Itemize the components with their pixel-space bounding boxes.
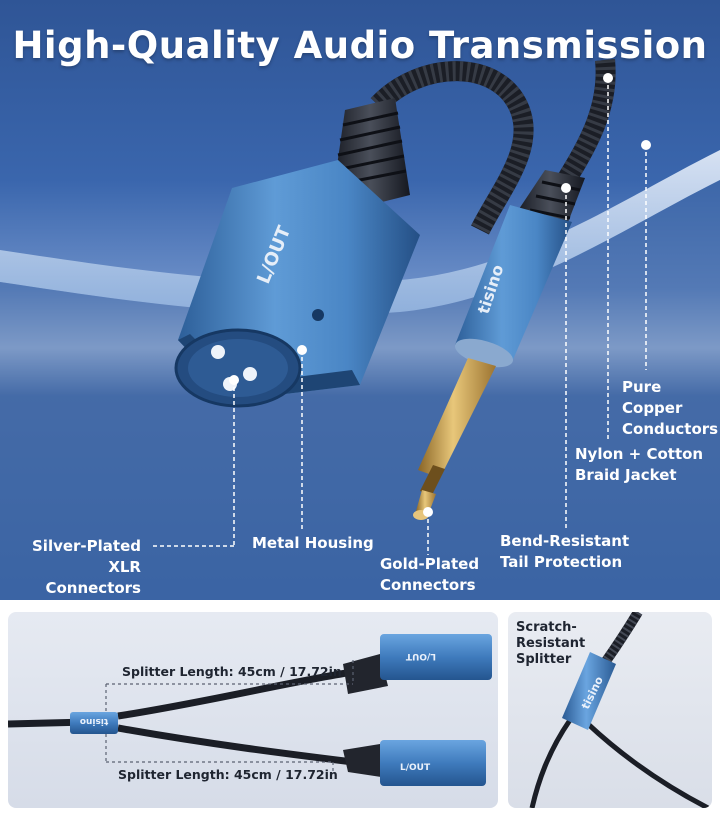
silver-plated-callout: Silver-Plated XLR Connectors bbox=[32, 537, 141, 597]
bend-resistant-callout: Bend-Resistant Tail Protection bbox=[500, 532, 630, 571]
splitter-brand-label: tisino bbox=[80, 716, 108, 726]
page-title: High-Quality Audio Transmission bbox=[12, 24, 708, 67]
gold-plated-callout: Gold-Plated Connectors bbox=[380, 555, 480, 594]
nylon-braid-callout: Nylon + Cotton Braid Jacket bbox=[575, 445, 704, 484]
scratch-resistant-label: Scratch- Resistant Splitter bbox=[516, 620, 586, 667]
top-splitter-length: Splitter Length: 45cm / 17.72in bbox=[122, 664, 342, 679]
metal-housing-callout: Metal Housing bbox=[252, 534, 374, 552]
scratch-resistant-panel: tisino Scratch- Resistant Splitter bbox=[508, 612, 712, 808]
bottom-connector-label: L/OUT bbox=[400, 763, 431, 773]
pure-copper-callout: Pure Copper Conductors bbox=[622, 378, 719, 438]
top-connector-label: L/OUT bbox=[405, 651, 436, 661]
splitter-illustration: tisino L/OUT L/OUT bbox=[8, 634, 492, 786]
bottom-splitter-length: Splitter Length: 45cm / 17.72in bbox=[118, 767, 338, 782]
splitter-length-panel: tisino L/OUT L/OUT Splitter Length: 45cm… bbox=[8, 612, 498, 808]
hero-section: L/OUT tisino bbox=[0, 0, 720, 600]
hero-illustration: L/OUT tisino bbox=[0, 59, 720, 600]
splitter-closeup-illustration: tisino bbox=[529, 612, 710, 808]
